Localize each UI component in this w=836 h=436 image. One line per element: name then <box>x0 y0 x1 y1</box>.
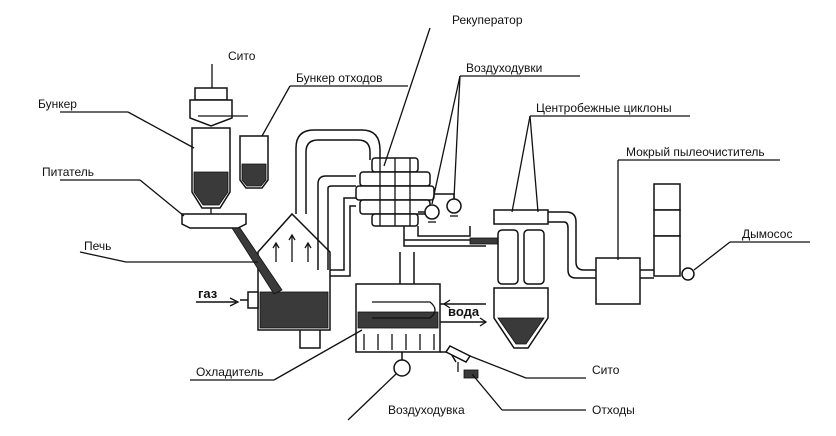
label-bunker-othodov: Бункер отходов <box>296 71 383 85</box>
label-mokry: Мокрый пылеочиститель <box>626 145 765 159</box>
sieve-top-body <box>189 99 233 127</box>
cooler <box>355 283 488 363</box>
bunker-unit <box>181 87 248 229</box>
gas-ducts <box>330 197 501 284</box>
leader-lines <box>60 27 810 421</box>
lower-blower <box>393 352 411 377</box>
label-bunker: Бункер <box>38 97 77 111</box>
stack <box>653 183 695 281</box>
cooler-bed <box>357 311 439 329</box>
waste-bunker-material <box>241 163 267 187</box>
label-voda: вода <box>448 304 480 319</box>
label-ohladitel: Охладитель <box>196 365 263 379</box>
exhauster-fan <box>681 267 695 281</box>
bunker-material <box>193 171 229 206</box>
feed-chute <box>231 227 283 295</box>
hot-gas-duct <box>295 129 381 270</box>
label-pech: Печь <box>84 239 111 253</box>
bottom-sieve <box>444 345 479 379</box>
sieve-top-box <box>194 87 228 101</box>
waste-bunker <box>239 135 269 189</box>
label-othody: Отходы <box>592 403 635 417</box>
wet-collector-body <box>595 257 641 305</box>
upper-blowers <box>418 193 462 223</box>
cyclones <box>493 209 600 349</box>
label-pitatel: Питатель <box>42 165 94 179</box>
label-dymosos: Дымосос <box>742 227 792 241</box>
wet-dust-collector <box>595 257 654 305</box>
label-vozduhoduvka: Воздуходувка <box>388 403 465 417</box>
label-vozduhoduvki: Воздуходувки <box>466 61 542 75</box>
furnace-bed <box>259 291 329 329</box>
label-rekuperator: Рекуператор <box>452 13 523 27</box>
recuperator <box>355 157 435 227</box>
furnace <box>231 212 331 349</box>
feeder-body <box>181 213 247 229</box>
label-cyclones: Центробежные циклоны <box>536 101 672 115</box>
label-sito-top: Сито <box>228 49 256 63</box>
label-gaz: газ <box>198 286 218 301</box>
label-sito-bottom: Сито <box>592 363 620 377</box>
